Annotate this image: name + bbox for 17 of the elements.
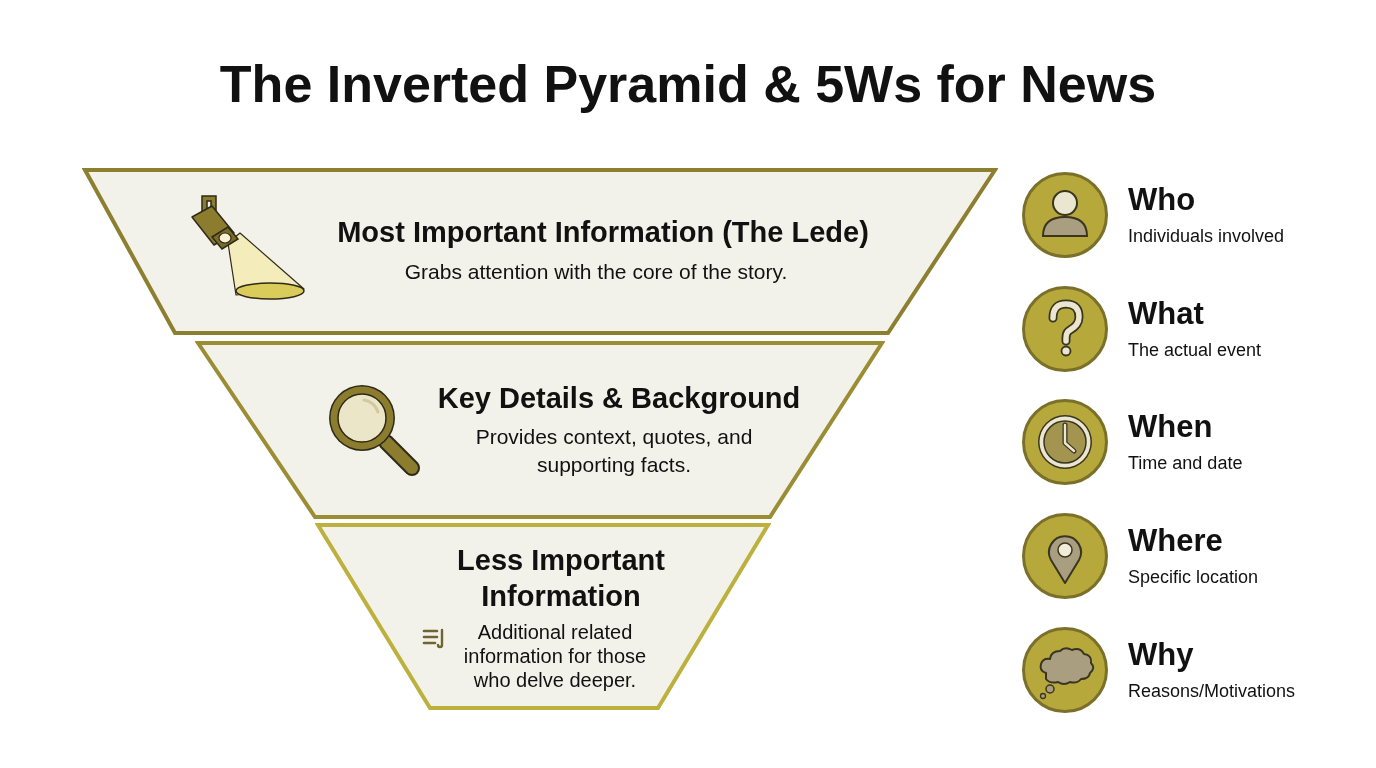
category-heading: Who [1128,182,1197,218]
category-heading: Why [1128,637,1195,673]
title: The Inverted Pyramid & 5Ws for News [218,54,1158,115]
tier-description: Provides context, quotes, and supporting facts. [474,424,754,478]
tier-description: Additional related information for those who delve deeper. [462,620,648,692]
category-description: The actual event [1128,339,1263,362]
category-heading: What [1128,296,1205,332]
category-heading: Where [1128,523,1224,559]
tier-heading: Most Important Information (The Lede) [336,215,870,250]
category-heading: When [1128,409,1214,445]
tier-description: Grabs attention with the core of the story. [403,259,789,285]
category-description: Time and date [1128,452,1244,475]
category-description: Specific location [1128,566,1260,589]
category-description: Reasons/Motivations [1128,680,1297,703]
tier-heading: Key Details & Background [436,381,802,416]
category-description: Individuals involved [1128,225,1286,248]
tier-heading: Less Important Information [456,543,666,614]
